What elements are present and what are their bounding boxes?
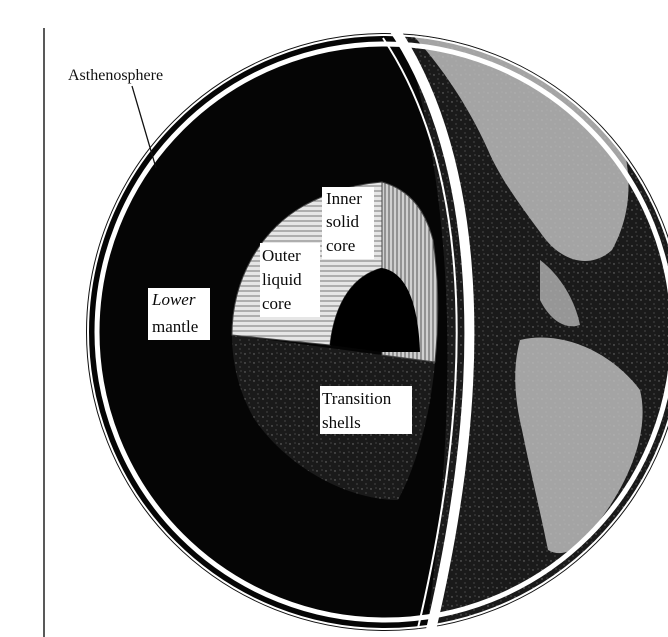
label-outer-line1: Outer — [262, 246, 301, 265]
label-mantle-line1: Lower — [151, 290, 196, 309]
greenland-landmass — [520, 26, 640, 74]
label-inner-line2: solid — [326, 212, 360, 231]
label-outer-line3: core — [262, 294, 291, 313]
label-inner-line3: core — [326, 236, 355, 255]
label-mantle-line2: mantle — [152, 317, 198, 336]
label-inner-line1: Inner — [326, 189, 362, 208]
label-asthenosphere: Asthenosphere — [68, 67, 163, 84]
label-transition-line1: Transition — [322, 389, 392, 408]
label-transition-line2: shells — [322, 413, 361, 432]
label-outer-line2: liquid — [262, 270, 302, 289]
